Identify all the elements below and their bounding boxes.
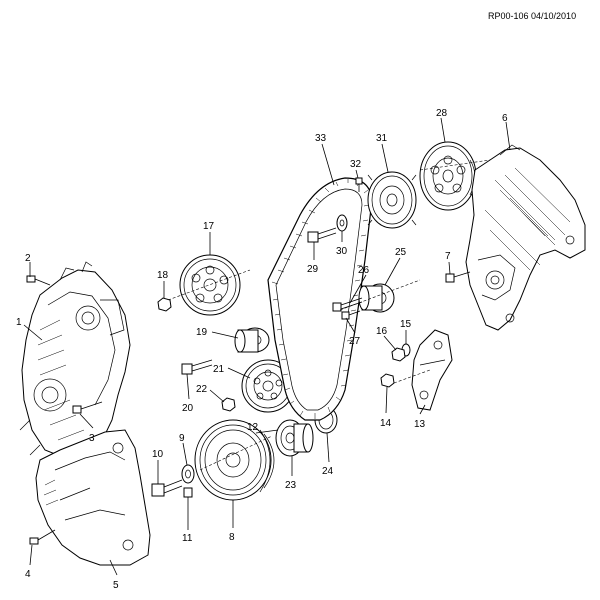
stud-32 xyxy=(355,177,363,192)
timing-belt-33 xyxy=(267,177,373,421)
bolt-4 xyxy=(29,529,56,545)
inner-timing-cover xyxy=(19,261,131,459)
callout-8: 8 xyxy=(229,532,235,543)
callout-19: 19 xyxy=(196,327,208,338)
callout-labels: 1 2 3 4 5 6 7 8 9 10 11 12 13 14 15 16 1… xyxy=(16,108,508,591)
callout-15: 15 xyxy=(400,319,412,330)
callout-20: 20 xyxy=(182,403,194,414)
leader-lines xyxy=(23,117,511,576)
bolt-2 xyxy=(26,275,51,286)
callout-27: 27 xyxy=(349,336,361,347)
callout-17: 17 xyxy=(203,221,215,232)
upper-timing-cover xyxy=(465,144,586,331)
callout-7: 7 xyxy=(445,251,451,262)
bolt-29 xyxy=(307,227,337,243)
crankshaft-pulley-8 xyxy=(194,419,275,501)
callout-13: 13 xyxy=(414,419,426,430)
callout-9: 9 xyxy=(179,433,185,444)
callout-23: 23 xyxy=(285,480,297,491)
tensioner-pulley-25 xyxy=(358,283,395,313)
crank-axis-line xyxy=(199,435,273,471)
callout-30: 30 xyxy=(336,246,348,257)
callout-18: 18 xyxy=(157,270,169,281)
callout-12: 12 xyxy=(247,422,259,433)
bolt-3 xyxy=(72,401,103,414)
callout-22: 22 xyxy=(196,384,208,395)
callout-33: 33 xyxy=(315,133,327,144)
tensioner-axis-line xyxy=(339,279,421,311)
washer-9 xyxy=(181,464,195,484)
camshaft-sprocket-28 xyxy=(419,141,477,211)
crank-sprocket-23 xyxy=(275,419,314,457)
washer-30 xyxy=(336,214,348,232)
bolt-26 xyxy=(332,297,363,312)
callout-14: 14 xyxy=(380,418,392,429)
callout-5: 5 xyxy=(113,580,119,591)
nut-14 xyxy=(380,373,395,388)
callout-32: 32 xyxy=(350,159,362,170)
callout-31: 31 xyxy=(376,133,388,144)
callout-21: 21 xyxy=(213,364,225,375)
lower-outer-cover xyxy=(35,429,151,566)
callout-6: 6 xyxy=(502,113,508,124)
nut-16 xyxy=(391,347,406,362)
idler-pulley-19 xyxy=(234,327,270,353)
nut-22 xyxy=(221,397,236,412)
camshaft-sprocket-17 xyxy=(167,254,251,316)
callout-2: 2 xyxy=(25,253,31,264)
callout-24: 24 xyxy=(322,466,334,477)
callout-29: 29 xyxy=(307,264,319,275)
cam-axis-line xyxy=(419,159,491,171)
callout-16: 16 xyxy=(376,326,388,337)
callout-10: 10 xyxy=(152,449,164,460)
callout-1: 1 xyxy=(16,317,22,328)
callout-26: 26 xyxy=(358,265,370,276)
callout-11: 11 xyxy=(182,533,193,544)
bracket-13 xyxy=(411,329,453,411)
bolt-11 xyxy=(183,487,193,510)
bolt-27 xyxy=(341,310,361,320)
nut-18 xyxy=(157,297,172,312)
sprocket-backing-plate-31 xyxy=(367,171,417,229)
callout-4: 4 xyxy=(25,569,31,580)
callout-3: 3 xyxy=(89,433,95,444)
bracket-axis-line xyxy=(393,369,431,384)
callout-25: 25 xyxy=(395,247,407,258)
bolt-20 xyxy=(181,359,213,375)
reference-code: RP00-106 04/10/2010 xyxy=(488,11,576,21)
bolt-10 xyxy=(151,479,183,497)
callout-28: 28 xyxy=(436,108,448,119)
